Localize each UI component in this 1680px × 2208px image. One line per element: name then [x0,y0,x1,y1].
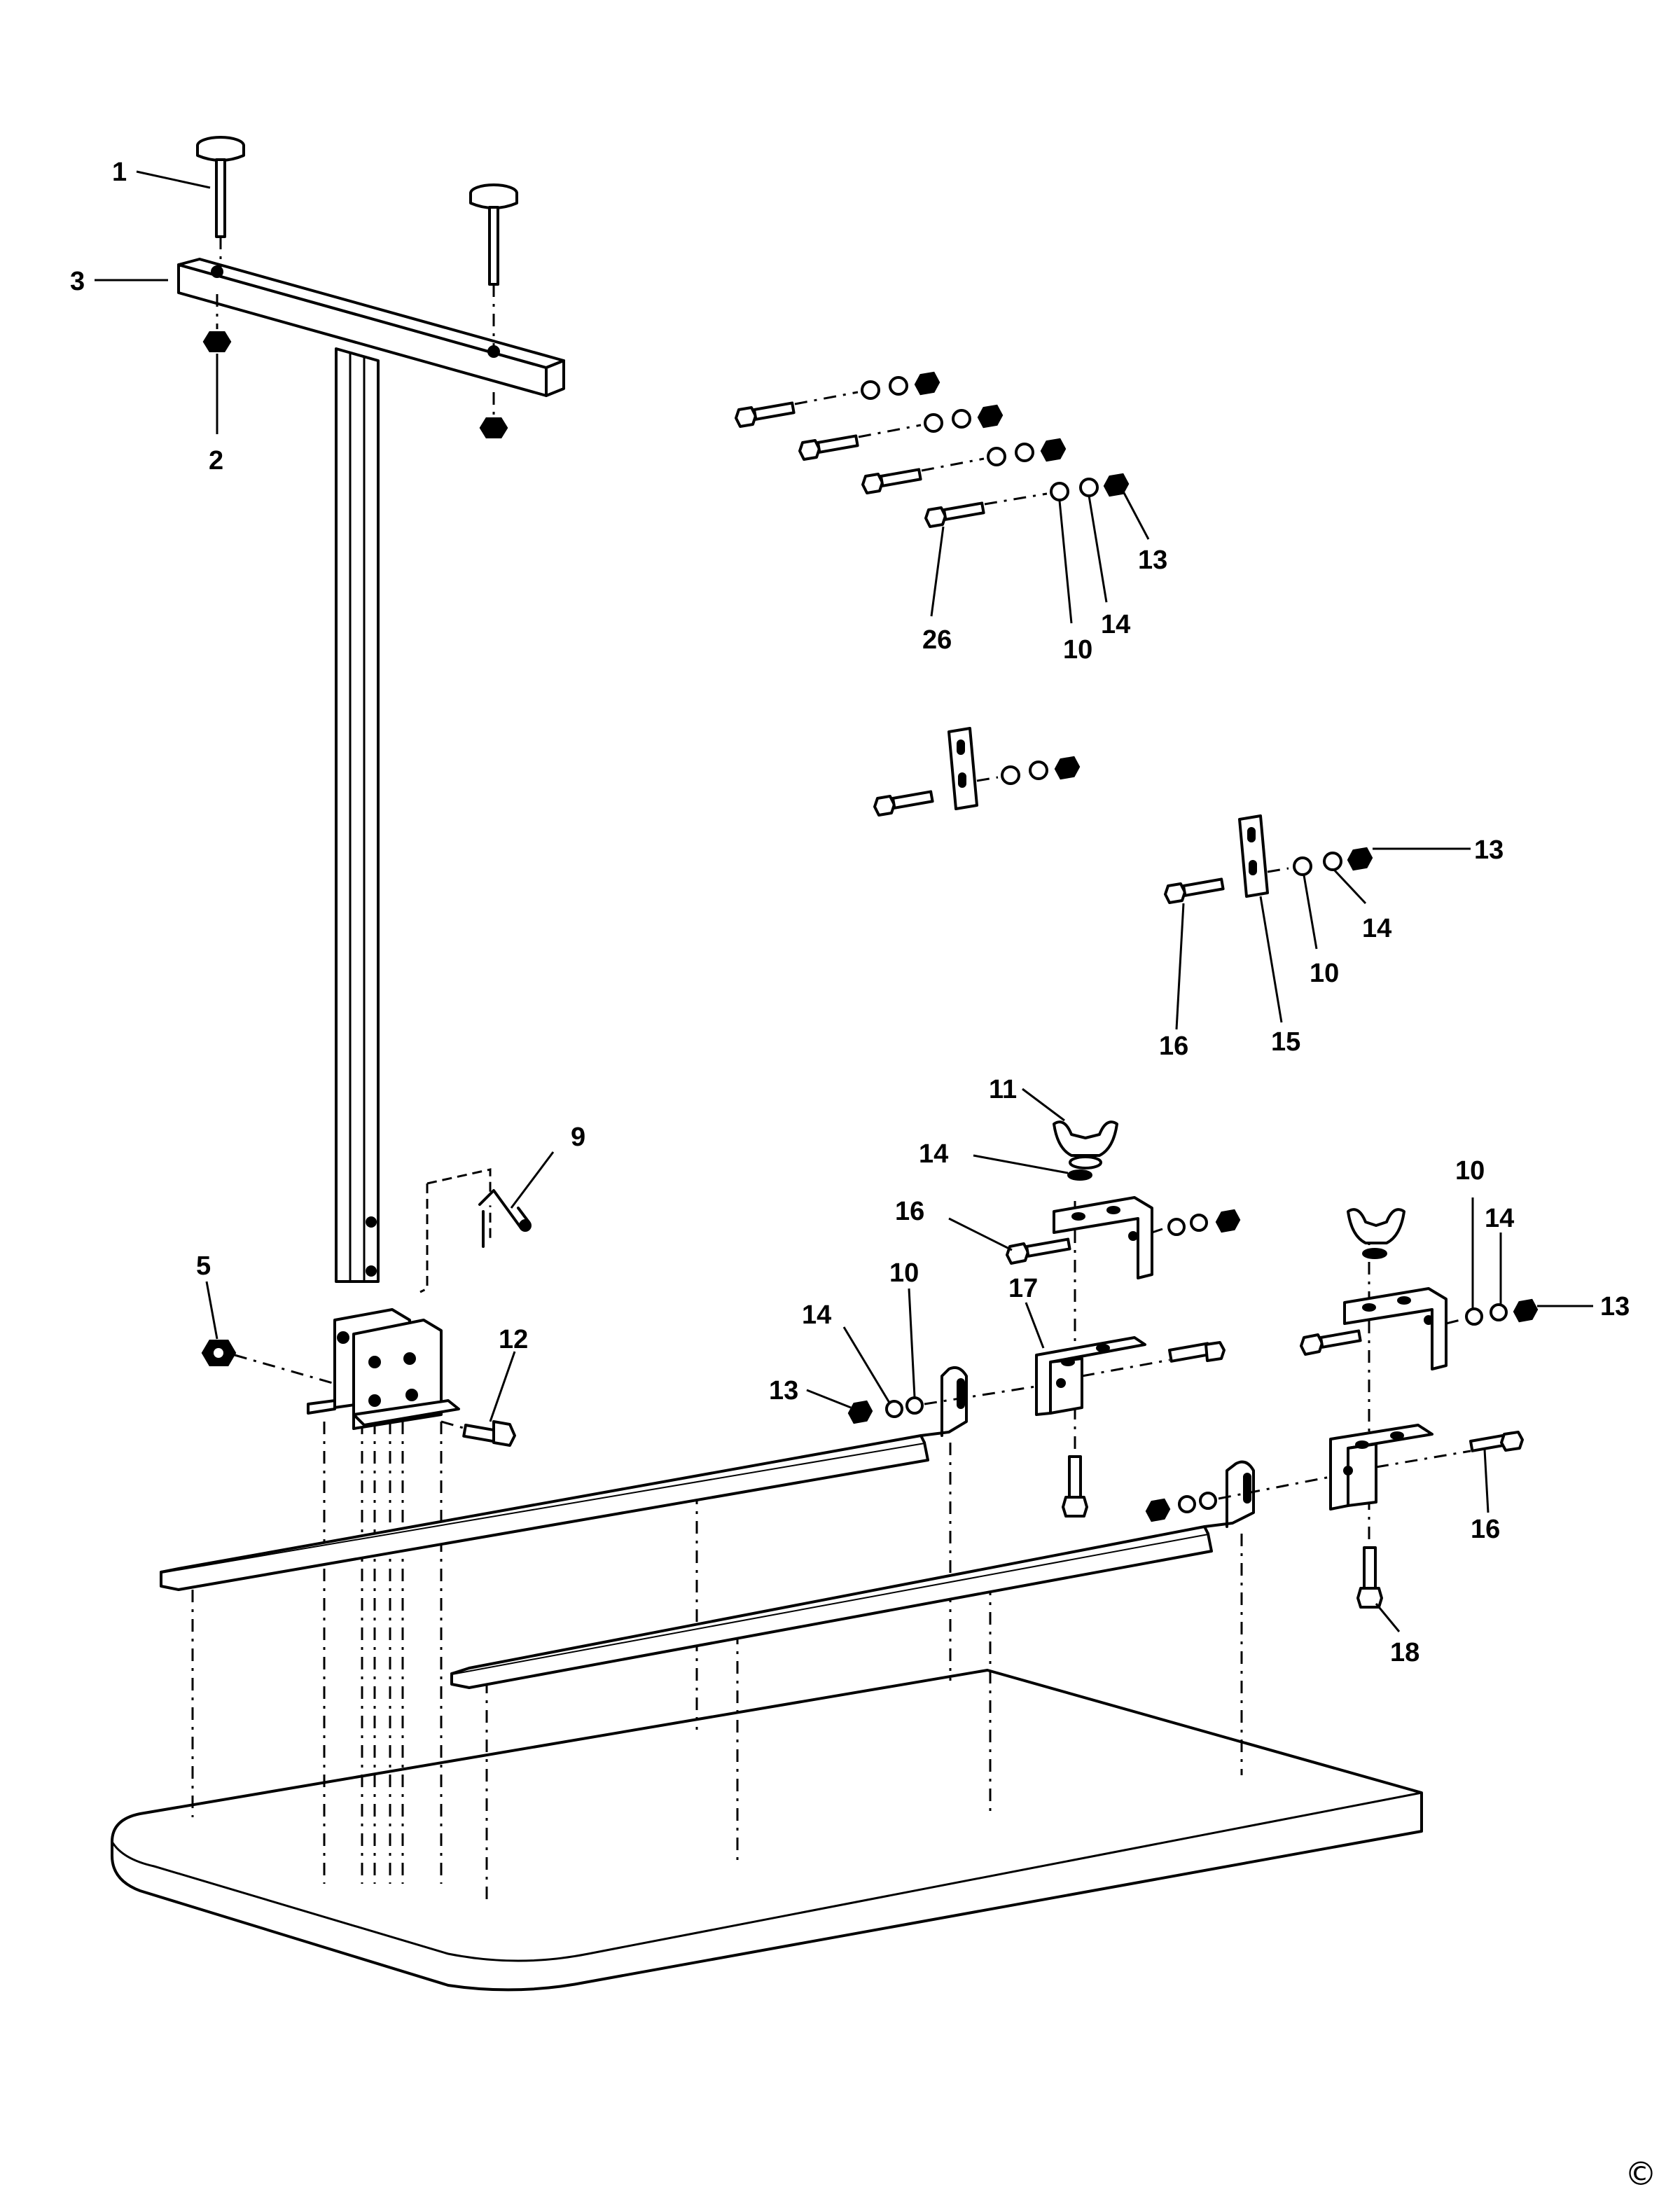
nut-part-5 [201,1340,333,1384]
callout-14: 14 [802,1300,831,1330]
upper-angle-bracket-right [1343,1287,1448,1370]
hook-bracket-part-9 [419,1168,532,1293]
callout-16: 16 [895,1197,924,1226]
bolt-part-18 [1356,1546,1383,1609]
vertical-post [335,347,380,1283]
callout-15: 15 [1271,1027,1300,1057]
callout-26: 26 [922,625,952,655]
bolt-right-upper [1300,1298,1539,1356]
leader-lines [95,170,1593,1632]
rail-rear [450,1460,1255,1689]
knob-pin-part-1 [196,136,245,270]
alignment-lines [191,1201,1370,1905]
callout-14: 14 [1101,610,1130,639]
callout-1: 1 [112,158,127,187]
callout-16: 16 [1471,1515,1500,1544]
slotted-plate-part-15 [1164,814,1373,904]
bolt-part-16-right [1469,1431,1524,1452]
callout-14: 14 [1485,1204,1514,1233]
bolt-hardware-row-3 [861,438,1067,494]
angle-bracket-part-17 [1035,1336,1226,1416]
post-base-bracket [307,1308,460,1430]
lower-angle-bracket-right [1329,1424,1471,1511]
rail-front [160,1366,968,1591]
callout-17: 17 [1008,1274,1038,1303]
callout-10: 10 [889,1258,919,1288]
bolt-part-16-middle [1006,1209,1241,1265]
bolt-hardware-row-2 [798,404,1004,461]
callout-2: 2 [209,446,223,475]
bolt-vertical-middle [1062,1455,1088,1518]
crossbar-part-3 [177,258,565,397]
callout-labels: 1 2 3 26 10 14 13 13 14 10 16 15 9 11 14… [70,158,1657,2193]
callout-9: 9 [571,1123,585,1152]
callout-3: 3 [70,267,85,296]
bolt-part-12 [440,1420,516,1447]
callout-13: 13 [1138,546,1167,575]
callout-5: 5 [196,1251,211,1281]
upper-angle-bracket-middle [1053,1196,1153,1279]
washer-stack-front [847,1382,1058,1424]
wing-nut-right [1347,1208,1405,1259]
table-top [111,1669,1423,1992]
wing-nut-part-11 [1053,1120,1118,1181]
callout-10: 10 [1455,1156,1485,1186]
callout-10: 10 [1063,635,1092,665]
washer-stack-rear [1145,1473,1345,1522]
bolt-hardware-row-1 [735,371,940,428]
callout-13: 13 [1474,835,1504,865]
callout-13: 13 [769,1376,798,1405]
callout-12: 12 [499,1325,528,1354]
callout-18: 18 [1390,1638,1419,1667]
copyright-mark: © [1625,2155,1657,2193]
callout-14: 14 [1362,914,1391,943]
callout-10: 10 [1310,959,1339,988]
bolt-hardware-row-4 [924,473,1130,528]
callout-11: 11 [989,1075,1017,1104]
callout-13: 13 [1600,1292,1630,1321]
slotted-plate-assembly-upper [873,727,1081,817]
knob-pin-second [469,183,518,350]
nut-part-2 [202,294,508,438]
callout-14: 14 [919,1139,948,1169]
callout-16: 16 [1159,1032,1188,1061]
